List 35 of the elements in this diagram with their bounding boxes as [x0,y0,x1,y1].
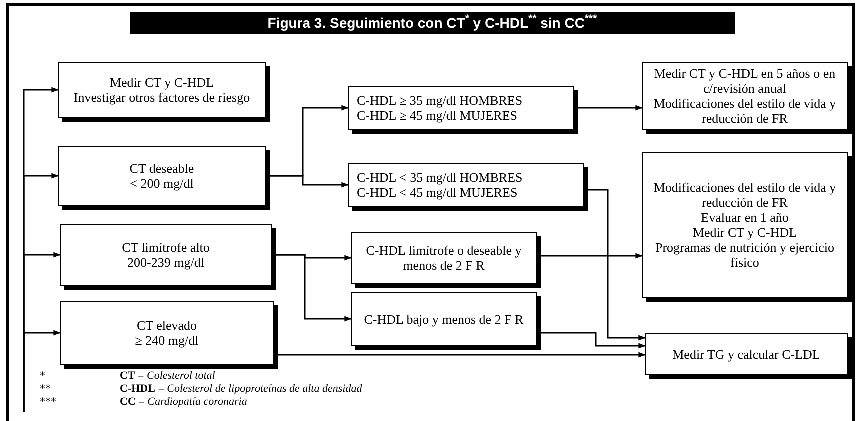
box-text: C-HDL < 35 mg/dl HOMBRES [357,170,523,185]
box-text: Medir TG y calcular C-LDL [672,346,820,362]
footnote-text: C-HDL = Colesterol de lipoproteínas de alta densidad [120,383,362,395]
box-text: C-HDL bajo y menos de 2 F R [364,312,524,326]
box-text: CT elevado [136,318,198,333]
box-text: < 200 mg/dl [130,176,194,191]
box-text: 200-239 mg/dl [128,255,204,270]
footnote-text: CC = Cardiopatía coronaria [120,396,248,408]
box-text: C-HDL < 45 mg/dl MUJERES [357,185,518,200]
footnote-mark: * [40,370,46,382]
box-text: C-HDL ≥ 45 mg/dl MUJERES [357,108,518,123]
footnote-mark: ** [40,383,52,395]
arrow [578,105,643,111]
box-text: Modificaciones del estilo de vida y reducción de FR [652,180,838,210]
arrow [270,175,349,188]
box-text: Modificaciones del estilo de vida y reducción de FR [652,96,838,126]
arrow [541,332,646,349]
arrow [541,253,643,259]
box-text: Medir CT y C-HDL [692,225,798,240]
box-text: Programas de nutrición y ejercicio físico [654,240,836,270]
box-text: Investigar otros factores de riesgo [74,90,250,105]
box-text: Medir CT y C-HDL en 5 años o en c/revisión anual [653,66,837,96]
box-text: ≥ 240 mg/dl [135,333,199,348]
box-text: Evaluar en 1 año [701,210,789,225]
title-bar: Figura 3. Seguimiento con CT$^{*}$ y C-HDL$^{**}$ sin CC$^{***}$ [130,12,735,34]
arrow [588,189,646,341]
footnote-text: CT = Colesterol total [120,370,216,382]
footnote-mark: *** [40,396,58,408]
box-text: CT limítrofe alto [122,240,210,255]
arrow [23,330,61,412]
arrow [276,254,352,322]
box-text: Medir CT y C-HDL [110,75,214,90]
box-text: C-HDL ≥ 35 mg/dl HOMBRES [357,93,523,108]
box-text: C-HDL limítrofe o deseable y menos de 2 F R [365,243,523,273]
box-text: CT deseable [130,161,194,176]
